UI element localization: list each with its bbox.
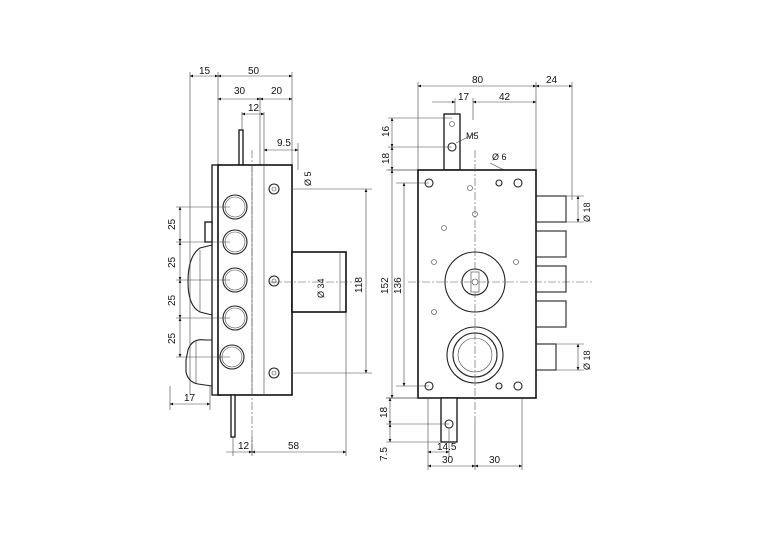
corner-hole-top-mid — [495, 179, 503, 187]
screw-hole-middle — [268, 275, 280, 287]
front-bolt — [535, 195, 567, 223]
dim-80: 80 — [472, 75, 484, 86]
dim-dia-18-a: Ø 18 — [582, 202, 592, 222]
handle-boss-inner — [452, 332, 498, 378]
corner-hole-bottom-mid — [495, 382, 503, 390]
dim-20: 20 — [271, 86, 283, 97]
screw-hole-bottom — [268, 367, 280, 379]
key-cylinder — [461, 268, 489, 296]
dim-17-side: 17 — [184, 393, 196, 404]
dim-118: 118 — [354, 277, 365, 293]
dim-42: 42 — [499, 92, 511, 103]
dim-7-5: 7.5 — [379, 447, 390, 461]
front-latch — [535, 343, 557, 371]
dim-14-5: 14.5 — [437, 442, 457, 453]
dim-25-c: 25 — [167, 294, 178, 306]
dim-136: 136 — [393, 277, 404, 294]
dim-15: 15 — [199, 66, 211, 77]
dim-12-top: 12 — [248, 103, 260, 114]
dim-dia-6: Ø 6 — [492, 152, 507, 162]
dim-152: 152 — [380, 277, 391, 294]
bottom-latch-stem — [230, 394, 236, 438]
dim-18-top: 18 — [381, 152, 392, 164]
front-bolts — [535, 195, 567, 371]
dim-30-right: 30 — [489, 455, 501, 466]
corner-hole-bottom-right — [513, 381, 523, 391]
handle-boss-outer — [446, 326, 504, 384]
dim-25-b: 25 — [167, 256, 178, 268]
side-view: 15 50 30 20 12 9.5 Ø 5 — [167, 66, 372, 456]
front-bolt — [535, 300, 567, 328]
upper-knob — [187, 244, 213, 316]
dim-24: 24 — [546, 75, 558, 86]
top-latch-stem — [238, 129, 244, 167]
dim-dia-5: Ø 5 — [303, 171, 313, 186]
dim-17-front: 17 — [458, 92, 470, 103]
front-bolt — [535, 265, 567, 293]
dim-12-bottom: 12 — [238, 441, 250, 452]
dim-30-left: 30 — [442, 455, 454, 466]
lower-knob — [185, 339, 213, 387]
corner-hole-top-right — [513, 178, 523, 188]
front-bolt — [535, 230, 567, 258]
dim-16: 16 — [381, 125, 392, 137]
dim-m5: M5 — [466, 131, 479, 141]
dim-50: 50 — [248, 66, 260, 77]
dim-25-a: 25 — [167, 218, 178, 230]
dim-dia-34: Ø 34 — [316, 278, 326, 298]
dim-18-bottom: 18 — [379, 406, 390, 418]
dim-25-d: 25 — [167, 332, 178, 344]
key-cylinder-housing — [444, 251, 506, 313]
dim-30: 30 — [234, 86, 246, 97]
dim-9-5: 9.5 — [277, 138, 291, 149]
dim-dia-18-b: Ø 18 — [582, 350, 592, 370]
screw-hole-top — [268, 183, 280, 195]
front-view: 80 24 17 42 M5 16 18 Ø 6 — [379, 75, 592, 470]
dim-58: 58 — [288, 441, 300, 452]
